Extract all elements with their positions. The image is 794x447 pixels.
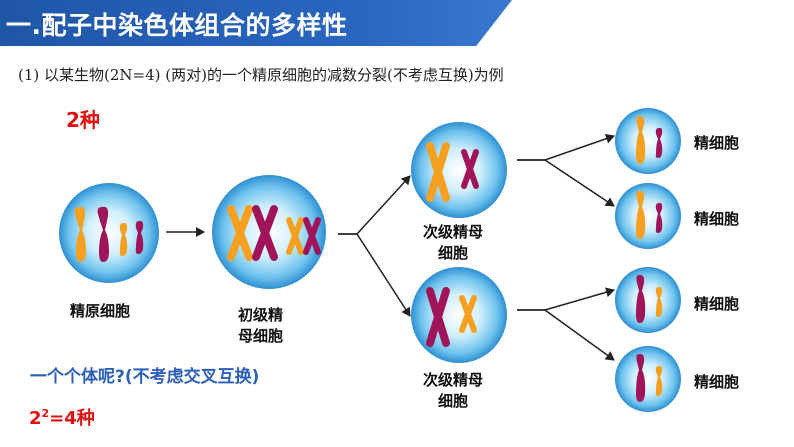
secondary-spermatocyte-bottom-cell [411,267,507,363]
sperm-cell-2 [615,183,681,249]
chromosome-purple-short [135,220,144,254]
label-sperm-4: 精细胞 [694,373,740,391]
sperm1-orange [636,115,646,164]
tetrad-purple-short [303,217,321,255]
label-primary-spermatocyte: 初级精 母细胞 [238,305,283,347]
chromosome-purple-long [97,206,109,262]
label-secondary-top: 次级精母 细胞 [423,222,483,264]
label-secondary-bottom-line1: 次级精母 [423,371,484,389]
sperm-cell-3 [615,267,681,333]
sperm-cell-4 [615,346,681,412]
title-banner [0,0,512,46]
sperm4-purple [636,353,646,402]
sperm1-purple [655,127,663,158]
primary-spermatocyte-cell [212,175,326,289]
arrow-to-sperm-3 [517,287,615,311]
secondary-top-purple [461,149,479,189]
arrow-to-secondary-top [338,175,411,235]
label-secondary-bottom: 次级精母 细胞 [423,370,483,412]
arrow-to-sperm-2 [517,159,615,207]
four-kinds-rest: =4种 [49,408,95,429]
chromosome-orange-long [74,206,86,262]
two-kinds-label: 2种 [66,108,100,132]
subtitle: (1) 以某生物(2N=4) (两对)的一个精原细胞的减数分裂(不考虑互换)为例 [18,66,504,84]
secondary-top-orange [426,142,450,202]
label-primary-line2: 母细胞 [238,327,284,345]
tetrad-purple-long [252,205,278,261]
sperm2-orange [636,190,646,239]
tetrad-orange-long [227,205,253,261]
sperm4-orange [655,365,663,396]
arrows [166,133,615,361]
spermatogonium-cell [59,183,159,283]
label-secondary-bottom-line2: 细胞 [438,392,469,410]
label-secondary-top-line1: 次级精母 [423,223,484,241]
chromosome-orange-short [119,222,128,256]
sperm-cell-1 [615,108,681,174]
label-secondary-top-line2: 细胞 [438,244,469,262]
four-kinds-label: 22=4种 [29,404,95,430]
secondary-spermatocyte-top-cell [411,122,507,218]
label-sperm-2: 精细胞 [694,210,740,228]
label-sperm-3: 精细胞 [694,295,740,313]
secondary-bottom-orange [459,295,477,333]
arrow-to-sperm-1 [517,133,615,161]
question-text: 一个个体呢?(不考虑交叉互换) [30,367,260,387]
label-primary-line1: 初级精 [238,306,284,324]
page-title: 一.配子中染色体组合的多样性 [6,11,348,40]
tetrad-orange-short [286,217,304,255]
sperm3-purple [636,274,646,323]
sperm3-orange [655,286,663,317]
sperm2-purple [655,202,663,233]
secondary-bottom-purple [426,287,450,347]
four-kinds-exponent: 2 [41,407,50,420]
label-spermatogonium: 精原细胞 [70,302,131,320]
arrow-to-secondary-bottom [338,233,411,317]
four-kinds-base: 2 [29,408,42,429]
arrow-to-sperm-4 [517,309,615,361]
label-sperm-1: 精细胞 [694,134,740,152]
